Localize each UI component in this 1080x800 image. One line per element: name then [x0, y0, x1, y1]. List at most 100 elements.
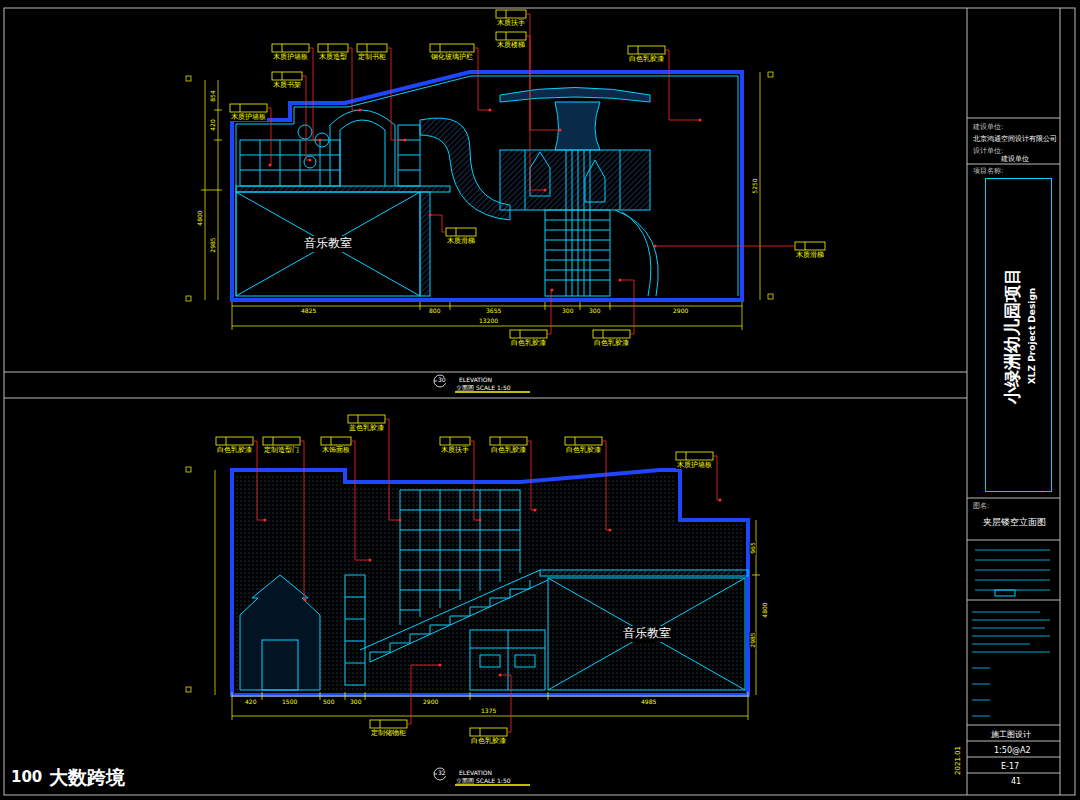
material-callout: 木质滑梯 — [446, 238, 476, 245]
drawing-line — [470, 630, 545, 690]
drawing-line — [530, 152, 550, 196]
drawing-name: 夹层镂空立面图 — [981, 517, 1048, 529]
callout-tag — [565, 437, 602, 445]
leader-line — [526, 36, 545, 190]
callout-tag — [318, 44, 348, 52]
drawing-line — [365, 692, 366, 700]
material-callout: 定制储物柜 — [370, 730, 407, 737]
callout-tag — [506, 10, 507, 18]
leader-line — [655, 246, 795, 247]
leader-dot — [499, 674, 502, 677]
material-callout: 木质护墙板 — [676, 462, 713, 469]
sheet-text: 施工图设计 — [990, 731, 1032, 739]
dimension-text: 4800 — [761, 601, 767, 618]
drawing-line — [232, 72, 742, 300]
sheet-text: 立面图 SCALE 1:50 — [455, 778, 512, 784]
drawing-line — [398, 170, 420, 171]
sheet-text: E-17 — [1000, 763, 1020, 771]
sheet-text: 1:50@A2 — [993, 747, 1032, 755]
drawing-line — [345, 692, 346, 700]
material-callout: 木饰面板 — [321, 447, 351, 454]
callout-tag — [440, 437, 470, 445]
leader-line — [385, 419, 400, 520]
drawing-line — [540, 570, 748, 576]
callout-tag — [348, 415, 385, 423]
material-callout: 木质护墙板 — [272, 54, 309, 61]
drawing-line — [236, 474, 744, 691]
drawing-line — [620, 150, 621, 210]
leader-dot — [479, 519, 482, 522]
callout-tag — [593, 330, 630, 338]
material-callout: 白色乳胶漆 — [490, 447, 527, 454]
drawing-line — [232, 306, 742, 307]
drawing-line — [420, 118, 510, 220]
drawing-line — [545, 302, 546, 310]
dimension-text: 4985 — [640, 699, 657, 705]
callout-tag — [370, 720, 407, 728]
material-callout: 白色乳胶漆 — [470, 738, 507, 745]
drawing-line — [975, 570, 1050, 571]
drawing-line — [360, 570, 540, 650]
sheet-text: ELEVATION — [458, 377, 493, 383]
leader-dot — [429, 214, 432, 217]
drawing-line — [186, 467, 760, 720]
drawing-line — [186, 296, 191, 301]
leader-dot — [404, 139, 407, 142]
drawing-line — [400, 570, 500, 571]
drawing-line — [345, 663, 365, 664]
drawing-line — [236, 76, 738, 296]
callout-tag — [230, 104, 267, 112]
drawing-line — [460, 490, 461, 600]
callout-tag — [490, 437, 527, 445]
sheet-text: 项目名称: — [972, 168, 1004, 175]
leader-line — [309, 48, 320, 140]
drawing-line — [4, 8, 1075, 795]
drawing-line — [4, 8, 1075, 795]
drawing-line — [972, 644, 1030, 645]
callout-tag — [282, 44, 283, 52]
dimension-text: 1500 — [281, 699, 298, 705]
callout-tag — [456, 228, 457, 236]
drawing-line — [345, 641, 365, 642]
drawing-line — [345, 597, 365, 598]
callout-tag — [273, 437, 274, 445]
callout-tag — [470, 728, 507, 736]
dimension-text: 854 — [209, 89, 215, 102]
dimension-text: 2985 — [749, 631, 755, 648]
callout-tag — [496, 10, 526, 18]
material-callout: 木质书架 — [272, 82, 302, 89]
sheet-text: 30 — [437, 377, 447, 383]
leader-line — [430, 215, 446, 232]
drawing-line — [748, 692, 749, 720]
drawing-line — [975, 550, 1050, 551]
callout-tag — [603, 330, 604, 338]
leader-dot — [654, 245, 657, 248]
drawing-line — [972, 628, 1045, 629]
drawing-line — [4, 398, 967, 399]
callout-tag — [263, 437, 300, 445]
drawing-line — [967, 8, 968, 795]
dimension-text: 300 — [588, 308, 601, 314]
project-title: 小绿洲幼儿园项目 — [1003, 268, 1022, 404]
drawing-line — [967, 118, 1060, 119]
callout-tag — [272, 44, 309, 52]
drawing-line — [450, 302, 451, 310]
leader-line — [267, 108, 271, 165]
drawing-line — [400, 490, 401, 625]
dimension-text: 2021.01 — [954, 745, 961, 776]
leader-dot — [369, 559, 372, 562]
drawing-line — [440, 490, 441, 608]
callout-tag — [282, 72, 283, 80]
leader-line — [351, 441, 370, 560]
drawing-line — [400, 590, 460, 591]
project-name-box: 小绿洲幼儿园项目XLZ Project Design — [985, 178, 1052, 492]
drawing-line — [232, 302, 233, 330]
drawing-line — [525, 150, 526, 210]
leader-dot — [309, 159, 312, 162]
callout-tag — [226, 437, 227, 445]
drawing-line — [398, 155, 420, 156]
callout-tag — [367, 44, 368, 52]
drawing-line — [500, 150, 650, 210]
drawing-line — [340, 120, 385, 186]
